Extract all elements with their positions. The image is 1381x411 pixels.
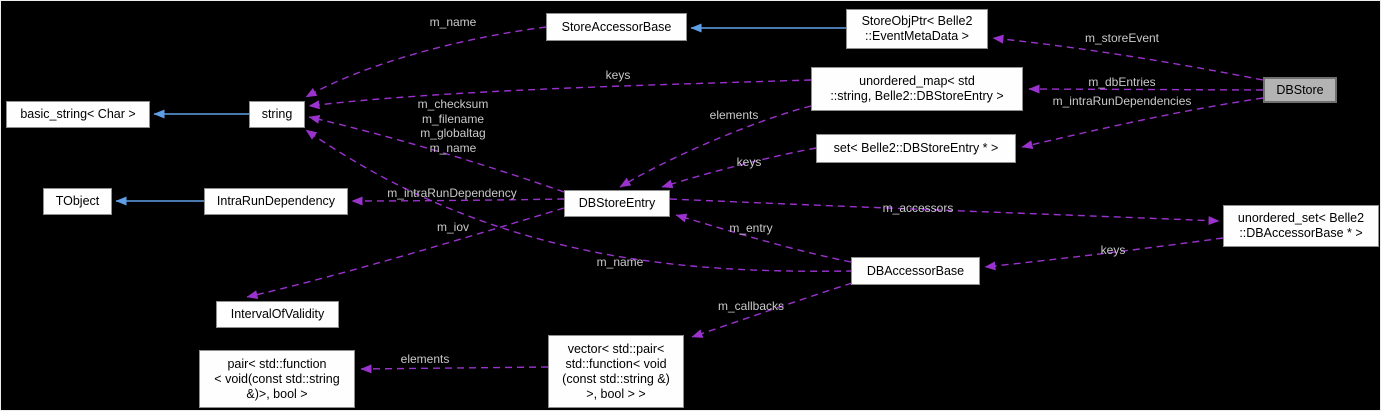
node-storeaccessorbase[interactable]: StoreAccessorBase [546,13,687,41]
edge-usage-set-dbstoreentry-keys [661,147,817,189]
edge-usage-vector-pair-elements [360,364,549,374]
node-dbaccessorbase[interactable]: DBAccessorBase [851,257,980,285]
edge-usage-dbstoreentry-intrarundependency [351,196,565,206]
edge-usage-unordered-map-string-keys [308,79,812,110]
node-vector-pair-function-bool[interactable]: vector< std::pair< std::function< void (… [548,335,684,408]
edge-usage-dbstoreentry-intervalofvalidity-m-iov [246,207,565,300]
edge-usage-storeaccessorbase-string-m-name [305,26,547,98]
node-storeobjptr-eventmetadata[interactable]: StoreObjPtr< Belle2 ::EventMetaData > [846,9,988,49]
node-dbstore[interactable]: DBStore [1263,77,1337,103]
edge-usage-dbstoreentry-unordered-set-m-accessors [669,198,1220,226]
edge-usage-unordered-set-dbaccessorbase-keys [984,237,1224,271]
edge-usage-unordered-map-dbstoreentry-elements [619,105,812,188]
node-intervalofvalidity[interactable]: IntervalOfValidity [216,301,339,328]
edge-usage-dbaccessorbase-vector-m-callbacks [691,282,853,338]
node-unordered-set-dbaccessorbase[interactable]: unordered_set< Belle2 ::DBAccessorBase *… [1223,205,1379,247]
edge-usage-dbstoreentry-string-members [308,114,565,193]
edge-usage-dbaccessorbase-dbstoreentry-m-entry [675,213,852,263]
node-unordered-map-dbstoreentry[interactable]: unordered_map< std ::string, Belle2::DBS… [811,67,1023,111]
node-dbstoreentry[interactable]: DBStoreEntry [564,190,670,217]
edge-usage-dbstore-set-m-intrarundependencies [1021,97,1264,150]
node-tobject[interactable]: TObject [43,188,112,215]
node-string[interactable]: string [249,101,305,128]
node-set-dbstoreentry[interactable]: set< Belle2::DBStoreEntry * > [816,134,1016,163]
node-intrarundependency[interactable]: IntraRunDependency [204,188,348,215]
edge-usage-dbstore-storeobjptr-m-storeevent [992,34,1264,81]
node-pair-function-bool[interactable]: pair< std::function < void(const std::st… [199,350,355,408]
node-basic-string[interactable]: basic_string< Char > [6,101,150,128]
edge-usage-dbaccessorbase-string-m-name [305,129,854,272]
edge-usage-dbstore-unordered-map-m-dbentries [1028,84,1264,94]
